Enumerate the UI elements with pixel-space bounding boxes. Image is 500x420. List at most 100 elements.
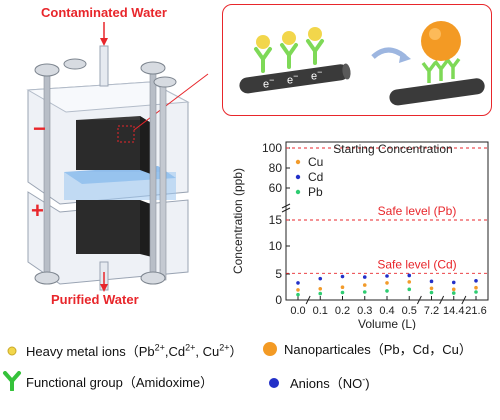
data-point-cd: [429, 279, 434, 284]
chart-title: Starting Concentration: [333, 142, 452, 156]
nanoparticle-sphere: [421, 21, 461, 61]
legend-marker-pb: [295, 189, 301, 195]
nut-bottom-right: [140, 271, 166, 285]
legend-functional-group: Functional group（Amidoxime）: [2, 371, 213, 392]
heavy-metal-ion-2: [282, 31, 296, 45]
minus-sign: −: [33, 116, 46, 141]
inlet-arrow-head: [100, 38, 108, 46]
y-axis-break: [281, 203, 291, 209]
legend-label-cu: Cu: [308, 155, 323, 169]
electrode-rod-2: [389, 78, 485, 106]
data-point-cd: [296, 281, 300, 285]
y-tick-label: 0: [275, 293, 282, 307]
heavy-ion-dot-icon: [7, 346, 17, 356]
data-point-pb: [340, 290, 345, 295]
bolt-back: [159, 79, 167, 281]
x-tick-label: 21.6: [465, 305, 486, 317]
heavy-metal-ion-3: [308, 27, 322, 41]
inlet-tube: [99, 45, 109, 87]
x-tick-label: 0.5: [402, 305, 417, 317]
nanoparticle-icon: [263, 342, 277, 356]
x-tick-label: 0.1: [313, 305, 328, 317]
data-point-pb: [318, 291, 323, 296]
adsorption-schematic: [239, 21, 485, 106]
purified-water-label: Purified Water: [51, 292, 139, 307]
functional-groups-rod2: [421, 57, 461, 83]
data-point-pb: [429, 290, 434, 295]
data-point-cu: [407, 280, 412, 284]
nut-bottom-left: [34, 271, 60, 285]
top-electrode: [76, 120, 140, 170]
data-point-cu: [340, 285, 345, 289]
legend-anions: Anions（NO-): [268, 373, 370, 392]
heavy-metal-ion-1: [256, 35, 270, 49]
y-tick-label: 5: [275, 267, 282, 281]
adsorption-inset: e− e− e−: [222, 4, 492, 116]
legend-label-pb: Pb: [308, 185, 323, 199]
nut-top-mid: [63, 58, 87, 70]
legend-heavy-ions: Heavy metal ions（Pb2+,Cd2+, Cu2+）: [6, 341, 243, 360]
data-point-cd: [407, 273, 412, 278]
data-point-cd: [385, 274, 389, 278]
zoom-pointer-line: [133, 73, 209, 131]
data-point-cd: [474, 279, 478, 283]
y-tick-label: 80: [269, 161, 283, 175]
y-axis-label: Concentration (ppb): [231, 168, 245, 274]
data-point-cd: [318, 276, 323, 281]
data-point-cu: [474, 285, 478, 290]
bolt-right: [149, 67, 157, 279]
data-point-cu: [296, 288, 300, 292]
x-tick-label: 7.2: [424, 305, 439, 317]
data-point-pb: [474, 290, 478, 294]
data-point-cu: [362, 283, 367, 287]
y-tick-label: 15: [269, 213, 283, 227]
reference-line-label: Safe level (Pb): [378, 204, 457, 218]
x-axis-break: [416, 295, 422, 305]
x-axis-label: Volume (L): [358, 317, 416, 330]
x-axis-break: [439, 295, 445, 305]
bolt-left: [43, 67, 51, 279]
functional-group-icon: [3, 371, 21, 392]
data-point-pb: [296, 292, 300, 297]
data-point-pb: [451, 291, 456, 295]
y-axis-break: [281, 207, 291, 213]
electron-label-3: e−: [311, 67, 323, 83]
nut-top-right: [140, 61, 166, 75]
x-axis-break: [461, 295, 467, 305]
x-axis-break: [305, 295, 311, 305]
legend-nanoparticles: Nanoparticales（Pb，Cd，Cu）: [262, 339, 472, 358]
data-point-cu: [451, 287, 456, 292]
data-point-pb: [407, 287, 412, 292]
data-point-cu: [318, 287, 323, 291]
x-tick-label: 14.4: [443, 305, 464, 317]
x-tick-label: 0.4: [379, 305, 394, 317]
outlet-arrow-head: [100, 284, 108, 292]
electrode-rod-1: [239, 64, 349, 94]
data-point-cd: [451, 280, 456, 285]
upper-chamber-top: [26, 81, 190, 113]
zoom-highlight-box: [117, 125, 135, 143]
data-point-pb: [385, 289, 389, 293]
x-tick-label: 0.0: [290, 305, 305, 317]
y-tick-label: 60: [269, 181, 283, 195]
filter-device-illustration: [26, 22, 209, 292]
data-point-pb: [362, 290, 367, 294]
electron-label-1: e−: [263, 75, 275, 91]
data-point-cu: [429, 286, 434, 291]
reference-line-label: Safe level (Cd): [377, 257, 456, 271]
legend-marker-cu: [295, 159, 301, 165]
plus-sign: +: [31, 198, 44, 223]
data-point-cu: [385, 281, 389, 285]
legend-marker-cd: [295, 174, 301, 180]
data-point-cd: [362, 275, 367, 279]
data-point-cd: [340, 274, 345, 279]
nut-top-left: [34, 63, 60, 77]
y-tick-label: 100: [262, 141, 282, 155]
anion-dot-icon: [269, 378, 279, 388]
contaminated-water-label: Contaminated Water: [41, 5, 167, 20]
y-tick-label: 10: [269, 239, 283, 253]
electron-label-2: e−: [287, 71, 299, 87]
membrane-glow: [64, 172, 176, 200]
x-tick-label: 0.2: [335, 305, 350, 317]
